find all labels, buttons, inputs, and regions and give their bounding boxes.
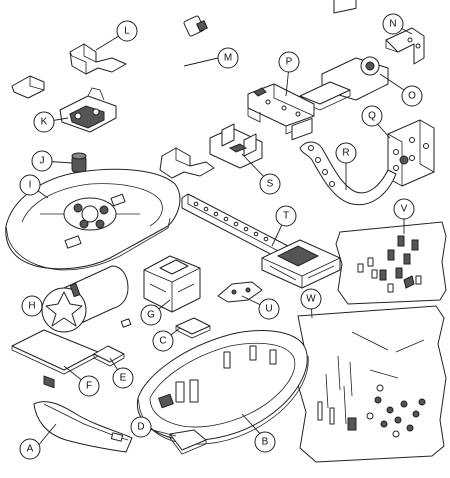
- part-s-u-bracket: [209, 123, 263, 169]
- bag-v-screws: [357, 235, 422, 293]
- callout-f-label: F: [86, 381, 92, 392]
- callout-b: B: [254, 431, 276, 453]
- part-p-rail-bracket: [247, 83, 315, 135]
- part-e-plate: [93, 345, 125, 367]
- callout-p-label: P: [286, 57, 293, 68]
- callout-l: L: [116, 20, 138, 42]
- bag-w-bolts: [317, 331, 426, 438]
- part-d-wedge: [169, 429, 207, 455]
- callout-i: I: [19, 174, 41, 196]
- callout-l-label: L: [124, 26, 130, 37]
- callout-k-label: K: [41, 117, 48, 128]
- part-c-plate: [175, 317, 211, 339]
- callout-s: S: [259, 173, 281, 195]
- bag-w-nuts: [366, 384, 426, 438]
- callout-n-label: N: [389, 19, 396, 30]
- callout-a-label: A: [27, 444, 34, 455]
- callout-i-label: I: [29, 180, 32, 191]
- callout-w-label: W: [306, 294, 316, 305]
- rail-holes: [193, 201, 269, 242]
- callout-c-label: C: [159, 336, 166, 347]
- callout-o: O: [401, 85, 423, 107]
- callout-m-label: M: [224, 53, 232, 64]
- callout-d-label: D: [137, 422, 144, 433]
- callout-w: W: [300, 288, 322, 310]
- part-flat-bracket: [159, 147, 215, 179]
- callout-h: H: [21, 295, 43, 317]
- callout-v-label: V: [401, 204, 408, 215]
- callout-e-label: E: [120, 373, 127, 384]
- callout-g: G: [140, 304, 162, 326]
- part-i-top-cover: [5, 168, 181, 271]
- callout-u-label: U: [265, 304, 272, 315]
- part-k-limit-switch: [11, 75, 117, 133]
- part-v-hardware-bag: [335, 221, 447, 305]
- callout-r: R: [335, 142, 357, 164]
- callout-p: P: [278, 51, 300, 73]
- callout-m: M: [217, 47, 239, 69]
- callout-h-label: H: [28, 301, 35, 312]
- part-h-motor: [41, 265, 129, 333]
- part-o-carriage: [299, 0, 389, 111]
- part-l-bracket: [69, 43, 127, 75]
- callout-t-label: T: [283, 211, 289, 222]
- callout-t: T: [275, 205, 297, 227]
- callout-g-label: G: [147, 310, 155, 321]
- callout-a: A: [19, 438, 41, 460]
- callout-c: C: [152, 330, 174, 352]
- callout-v: V: [393, 198, 415, 220]
- part-small-nut: [120, 318, 132, 328]
- callout-q-label: Q: [368, 111, 376, 122]
- callout-r-label: R: [342, 148, 349, 159]
- callout-o-label: O: [408, 91, 416, 102]
- part-r-curved-arm: [299, 141, 397, 206]
- part-m-power-cord: [127, 15, 208, 173]
- callout-b-label: B: [262, 437, 269, 448]
- part-t-rail: [181, 117, 341, 289]
- part-b-housing: [136, 330, 309, 445]
- part-a-lens-cover: [33, 401, 133, 453]
- callout-f: F: [78, 375, 100, 397]
- callout-d: D: [130, 416, 152, 438]
- callout-n: N: [382, 13, 404, 35]
- callout-s-label: S: [267, 179, 274, 190]
- part-w-hardware-bag: [295, 305, 447, 463]
- callout-q: Q: [361, 105, 383, 127]
- callout-k: K: [33, 111, 55, 133]
- part-n-bracket: [385, 27, 425, 65]
- callout-j-label: J: [40, 156, 45, 167]
- callout-e: E: [112, 367, 134, 389]
- callout-j: J: [31, 150, 53, 172]
- part-q-angle-bracket: [387, 119, 435, 187]
- callout-u: U: [258, 298, 280, 320]
- part-u-clip: [217, 281, 263, 303]
- part-j-spring: [71, 152, 87, 173]
- part-g-transformer: [143, 255, 201, 313]
